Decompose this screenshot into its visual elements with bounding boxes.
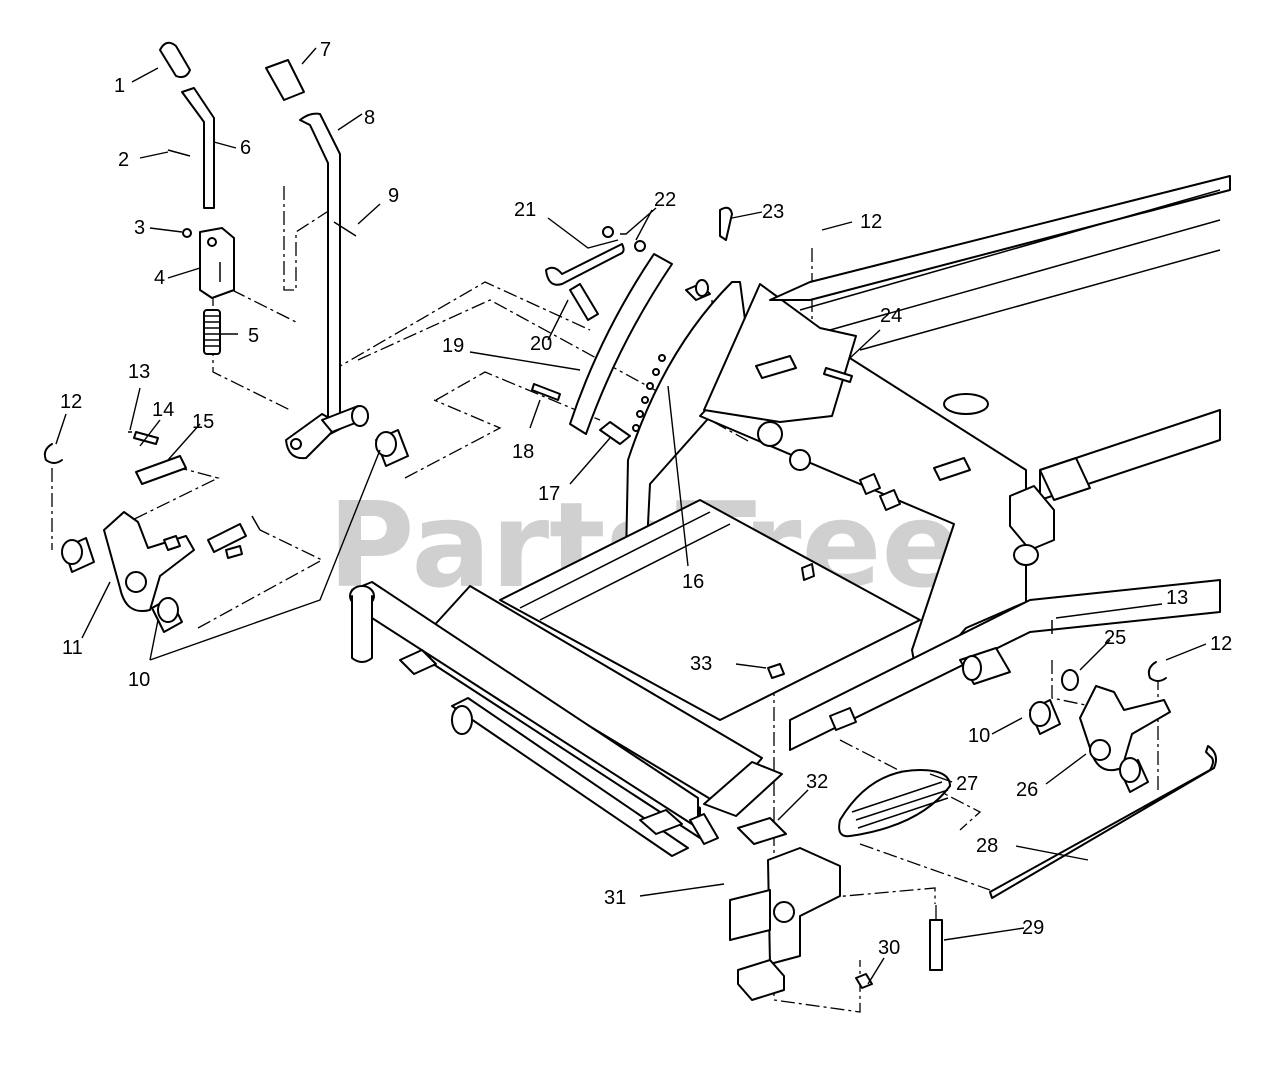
eclip-12-left [43, 443, 63, 464]
callout-labels: 1 2 3 4 5 6 7 8 9 10 10 11 12 12 12 13 1… [60, 39, 1232, 959]
washer-25 [1061, 669, 1079, 691]
frame-center-bracket [703, 283, 857, 423]
bushing-10-left [151, 597, 183, 633]
callout-14: 14 [152, 399, 174, 421]
callout-20: 20 [530, 333, 552, 355]
bolt-29 [929, 919, 943, 971]
pin-17 [599, 421, 631, 445]
callout-33: 33 [690, 653, 712, 675]
callout-29: 29 [1022, 917, 1044, 939]
pivot-arm-assembly-right [989, 620, 1217, 899]
leader-lines [55, 47, 1207, 985]
callout-8: 8 [364, 107, 375, 129]
callout-18: 18 [512, 441, 534, 463]
link-plate-15 [135, 455, 187, 485]
callout-1: 1 [114, 75, 125, 97]
lower-pivot-assembly [729, 563, 951, 1001]
callout-12a: 12 [60, 391, 82, 413]
callout-2: 2 [118, 149, 129, 171]
callout-24: 24 [880, 305, 902, 327]
frame-front-beam [429, 585, 763, 807]
callout-7: 7 [320, 39, 331, 61]
pin-20 [569, 283, 599, 321]
nut-30 [855, 973, 873, 989]
callout-12c: 12 [1210, 633, 1232, 655]
pin-2 [167, 149, 191, 157]
nut-33 [767, 663, 785, 679]
nut-22b [634, 240, 646, 252]
bolt-18 [531, 383, 561, 401]
pivot-bracket-31 [767, 847, 841, 965]
link-rod-28 [989, 745, 1217, 899]
callout-15: 15 [192, 411, 214, 433]
bracket-4 [199, 227, 235, 299]
frame-floor [499, 499, 921, 721]
bushing-right-outer [1119, 757, 1149, 793]
callout-9: 9 [388, 185, 399, 207]
callout-6: 6 [240, 137, 251, 159]
bushing-10-upper [375, 429, 409, 467]
spring-5 [203, 309, 221, 355]
callout-10a: 10 [128, 669, 150, 691]
lever-rod-8 [299, 112, 341, 436]
callout-3: 3 [134, 217, 145, 239]
cotter-23 [719, 206, 733, 241]
frame-rail-lower-right [789, 579, 1221, 751]
bolt-24 [823, 367, 853, 383]
frame-rail-upper [769, 175, 1231, 301]
bracket-lower [737, 959, 785, 1001]
callout-13b: 13 [1166, 587, 1188, 609]
callout-28: 28 [976, 835, 998, 857]
callout-13a: 13 [128, 361, 150, 383]
lever-rod-6 [181, 87, 215, 209]
nut-22a [602, 226, 614, 238]
callout-16: 16 [682, 571, 704, 593]
callout-19: 19 [442, 335, 464, 357]
callout-10b: 10 [968, 725, 990, 747]
lever-grip-7 [265, 59, 305, 101]
eclip-12-right [1147, 661, 1167, 682]
handle-21 [545, 243, 625, 286]
callout-30: 30 [878, 937, 900, 959]
spring-27 [838, 769, 951, 838]
callout-32: 32 [806, 771, 828, 793]
callout-12b: 12 [860, 211, 882, 233]
height-quadrant-assembly [531, 206, 749, 565]
nut-3 [182, 228, 192, 238]
quadrant-19 [569, 253, 673, 435]
callout-22: 22 [654, 189, 676, 211]
control-lever-assembly [159, 41, 409, 467]
callout-26: 26 [1016, 779, 1038, 801]
link-rod [207, 523, 247, 553]
callout-21: 21 [514, 199, 536, 221]
pivot-arm-11 [103, 511, 195, 612]
callout-27: 27 [956, 773, 978, 795]
pin-frame-b [933, 457, 971, 481]
callout-17: 17 [538, 483, 560, 505]
bracket-32 [737, 817, 787, 845]
bushing-left [61, 537, 95, 573]
callout-31: 31 [604, 887, 626, 909]
callout-23: 23 [762, 201, 784, 223]
callout-5: 5 [248, 325, 259, 347]
main-frame [349, 175, 1231, 857]
lever-grip-1 [159, 41, 191, 79]
bushing-10-right [1029, 699, 1061, 735]
pin-frame-a [755, 355, 797, 379]
callout-4: 4 [154, 267, 165, 289]
adjust-holes [632, 354, 666, 432]
callout-25: 25 [1104, 627, 1126, 649]
callout-11: 11 [62, 637, 83, 659]
pivot-arm-assembly-left [43, 431, 261, 633]
